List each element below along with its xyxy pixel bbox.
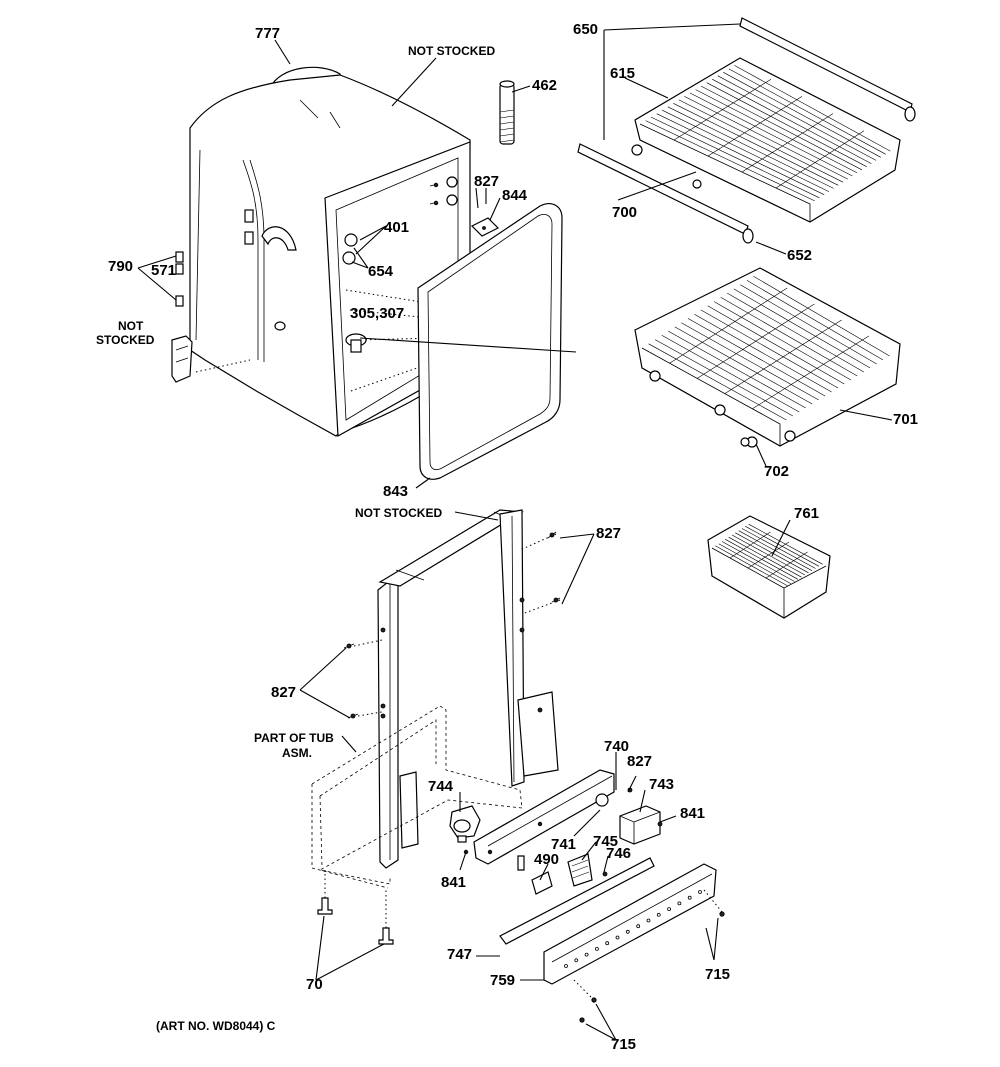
callout-715-a: 715 xyxy=(705,966,730,983)
callout-not-stocked-frame: NOT STOCKED xyxy=(355,506,442,520)
callout-746: 746 xyxy=(606,845,631,862)
callout-652: 652 xyxy=(787,247,812,264)
part-462 xyxy=(499,80,515,145)
callout-401: 401 xyxy=(384,219,409,236)
rails xyxy=(577,17,916,244)
callout-761: 761 xyxy=(794,505,819,522)
upper-rack-615 xyxy=(631,57,901,223)
callout-615: 615 xyxy=(610,65,635,82)
callout-702: 702 xyxy=(764,463,789,480)
callout-571: 571 xyxy=(151,262,176,279)
callout-759: 759 xyxy=(490,972,515,989)
callout-777: 777 xyxy=(255,25,280,42)
door-frame xyxy=(311,509,561,945)
lower-rack-701 xyxy=(634,267,901,448)
callout-654: 654 xyxy=(368,263,394,280)
left-bracket-parts xyxy=(171,251,193,383)
callout-745: 745 xyxy=(593,833,618,850)
art-number: (ART NO. WD8044) C xyxy=(156,1019,276,1033)
callout-700: 700 xyxy=(612,204,637,221)
callout-not-stocked-left-line2: STOCKED xyxy=(96,333,155,347)
callout-841-a: 841 xyxy=(680,805,705,822)
door-gasket-843 xyxy=(417,203,563,480)
callout-827-b: 827 xyxy=(596,525,621,542)
callout-490: 490 xyxy=(534,851,559,868)
callout-747: 747 xyxy=(447,946,472,963)
hinge-bracket-844 xyxy=(470,217,500,237)
callout-827-d: 827 xyxy=(627,753,652,770)
callout-790: 790 xyxy=(108,258,133,275)
callout-not-stocked-tub: NOT STOCKED xyxy=(408,44,495,58)
callout-462: 462 xyxy=(532,77,557,94)
callout-843: 843 xyxy=(383,483,408,500)
callout-741: 741 xyxy=(551,836,576,853)
callout-part-of-tub-line2: ASM. xyxy=(282,746,312,760)
callout-827-c: 827 xyxy=(271,684,296,701)
callout-part-of-tub-line1: PART OF TUB xyxy=(254,731,334,745)
callout-70: 70 xyxy=(306,976,323,993)
callout-827-a: 827 xyxy=(474,173,499,190)
callout-labels: 777 NOT STOCKED 462 650 615 827 844 401 … xyxy=(96,21,918,1053)
callout-715-b: 715 xyxy=(611,1036,636,1053)
bottom-components xyxy=(449,769,725,1023)
callout-841-b: 841 xyxy=(441,874,466,891)
callout-701: 701 xyxy=(893,411,918,428)
silverware-basket-761 xyxy=(707,515,831,619)
callout-305-307: 305,307 xyxy=(350,305,404,322)
callout-744: 744 xyxy=(428,778,454,795)
callout-not-stocked-left-line1: NOT xyxy=(118,319,144,333)
callout-743: 743 xyxy=(649,776,674,793)
leader-lines xyxy=(137,23,893,1041)
callout-650: 650 xyxy=(573,21,598,38)
tub-assembly xyxy=(189,66,471,437)
callout-844: 844 xyxy=(502,187,528,204)
callout-740: 740 xyxy=(604,738,629,755)
